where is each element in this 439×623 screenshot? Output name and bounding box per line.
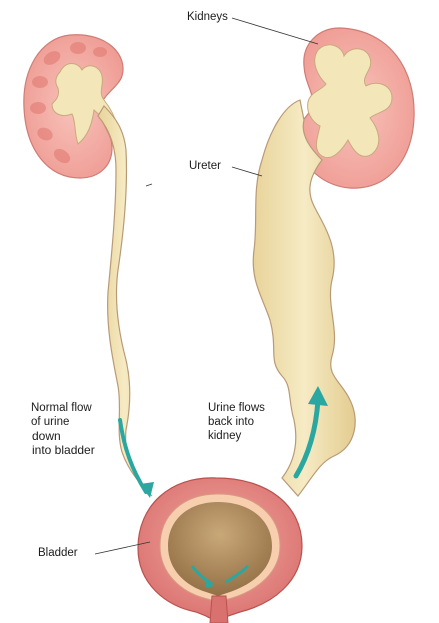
leader-lines [94,17,319,555]
right-ureter [252,99,356,497]
back-flow-arrow [293,386,328,479]
left-kidney [23,34,124,179]
back-flow-line-1: Urine flows [208,402,265,414]
normal-flow-arrow [118,418,154,498]
bladder-flow-arrows [190,564,250,588]
normal-flow-line-1: Normal flow [31,402,92,414]
normal-flow-line-4: into bladder [32,443,95,457]
bladder-label: Bladder [38,547,78,559]
normal-flow-line-2: of urine [31,416,70,428]
left-ureter [97,105,153,497]
right-kidney [295,27,415,189]
normal-flow-line-3: down [32,429,61,443]
back-flow-label: Urine flows back into kidney [208,401,265,443]
ureter-label: Ureter [189,160,221,172]
back-flow-line-3: kidney [208,430,242,442]
back-flow-line-2: back into [208,416,255,428]
bladder [137,477,303,623]
normal-flow-label: Normal flow of urine down into bladder [31,401,95,457]
kidneys-label: Kidneys [187,11,228,23]
